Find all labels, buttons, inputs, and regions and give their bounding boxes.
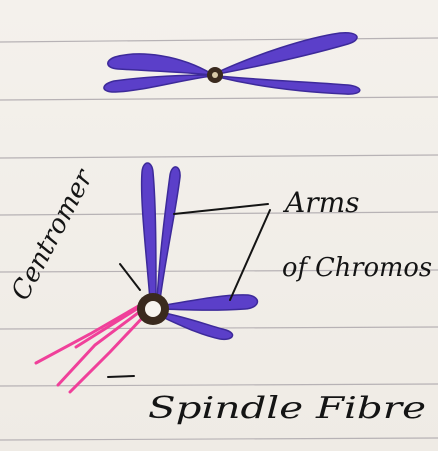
- arms-label-line2: of Chromos: [282, 253, 432, 283]
- top-centromere-center: [212, 72, 218, 78]
- bottom-chromosome: [137, 163, 257, 339]
- arms-pointer-1: [174, 204, 268, 214]
- spindle-pointer: [108, 376, 134, 377]
- centromere-label: Centromer: [6, 164, 100, 306]
- arms-pointer-2: [230, 210, 270, 300]
- top-right-arm: [218, 33, 360, 94]
- spindle-fibres: [36, 304, 145, 392]
- top-chromosome: [104, 33, 360, 94]
- centromere-pointer: [120, 264, 140, 290]
- arms-label-line1: Arms: [282, 186, 360, 219]
- top-left-arm: [104, 54, 212, 92]
- bottom-upper-arm: [142, 163, 180, 300]
- pointer-lines: [108, 204, 270, 377]
- bottom-lower-arm: [160, 295, 257, 339]
- bottom-centromere-center: [145, 301, 161, 317]
- spindle-label: Spindle Fibre: [148, 391, 426, 426]
